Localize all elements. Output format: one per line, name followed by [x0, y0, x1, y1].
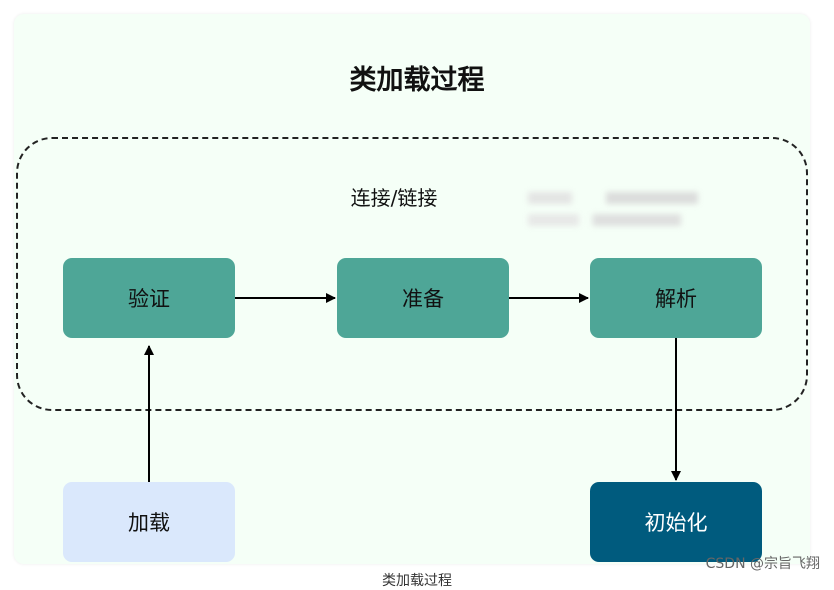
node-prepare: 准备	[337, 258, 509, 338]
node-resolve: 解析	[590, 258, 762, 338]
watermark: CSDN @宗旨飞翔	[705, 556, 820, 572]
blurred-annotation	[528, 186, 698, 232]
linking-group-label: 连接/链接	[350, 186, 438, 210]
node-load: 加载	[63, 482, 235, 562]
linking-group-box	[16, 137, 808, 411]
diagram-title: 类加载过程	[349, 65, 485, 96]
figure-caption: 类加载过程	[382, 573, 452, 589]
node-verify: 验证	[63, 258, 235, 338]
node-initialize: 初始化	[590, 482, 762, 562]
